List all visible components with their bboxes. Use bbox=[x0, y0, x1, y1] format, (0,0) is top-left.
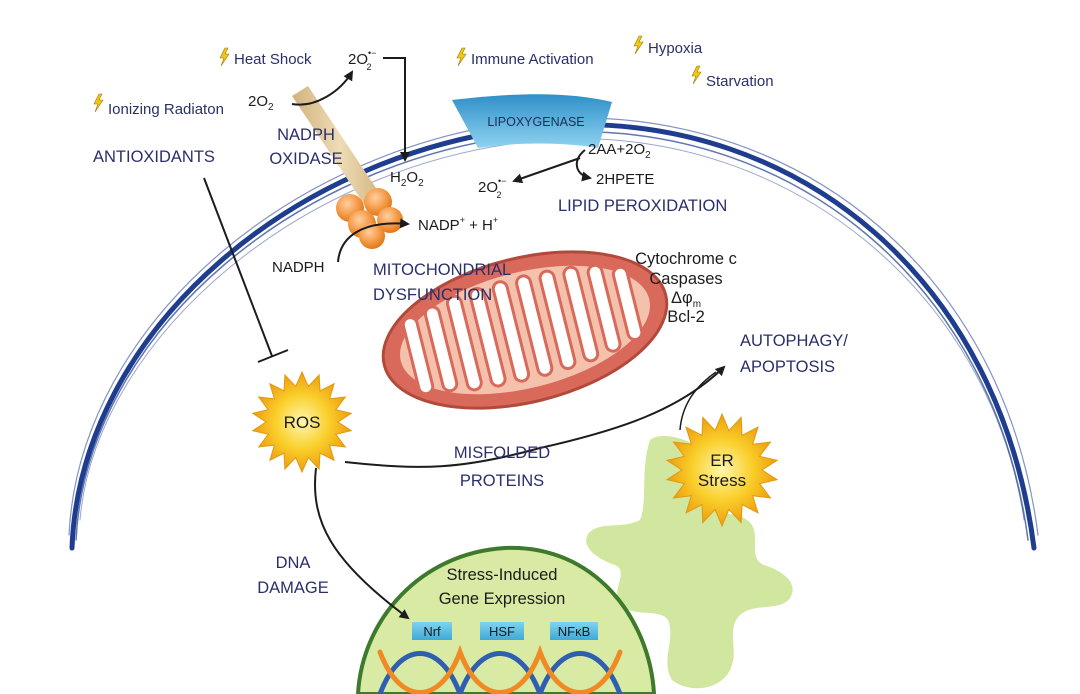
lipoxygenase-enzyme: LIPOXYGENASE bbox=[452, 94, 612, 148]
aa-reaction: 2AA+2O2 bbox=[588, 141, 651, 161]
lox-to-superoxide-arrow bbox=[512, 157, 581, 184]
nadph-to-nadp-arrow bbox=[337, 218, 410, 263]
ros-starburst: ROS bbox=[251, 370, 353, 474]
er-stress-starburst: ER Stress bbox=[665, 412, 779, 528]
lipid-peroxidation-label: LIPID PEROXIDATION bbox=[558, 197, 727, 215]
heat-shock-label: Heat Shock bbox=[234, 51, 312, 68]
stimulus-heat-shock: Heat Shock bbox=[219, 47, 312, 68]
ros-to-apoptosis-arrow bbox=[344, 365, 726, 468]
superoxide-lox: 2O•−2 bbox=[478, 176, 506, 200]
nadph-oxidase-label-line2: OXIDASE bbox=[269, 150, 342, 168]
caspases-label: Caspases bbox=[649, 270, 722, 288]
misfolded-proteins-line1: MISFOLDED bbox=[454, 444, 550, 462]
stimulus-starvation: Starvation bbox=[691, 65, 774, 90]
nadph-oxidase-complex bbox=[292, 86, 403, 249]
h2o2-product: H2O2 bbox=[390, 169, 424, 189]
autophagy-apoptosis-line2: APOPTOSIS bbox=[740, 358, 835, 376]
transcription-factor-hsf: HSF bbox=[480, 622, 524, 640]
nadph-substrate: NADPH bbox=[272, 259, 325, 276]
nadph-oxidase-label-line1: NADPH bbox=[277, 126, 335, 144]
svg-text:NFκB: NFκB bbox=[558, 624, 591, 639]
membrane-potential-label: Δφm bbox=[671, 289, 701, 310]
mitochondrial-dysfunction-line1: MITOCHONDRIAL bbox=[373, 261, 511, 279]
endoplasmic-reticulum bbox=[586, 435, 793, 689]
nucleus-title-line2: Gene Expression bbox=[439, 590, 566, 608]
stimulus-immune-activation: Immune Activation bbox=[456, 47, 594, 68]
svg-text:HSF: HSF bbox=[489, 624, 515, 639]
dna-damage-line2: DAMAGE bbox=[257, 579, 329, 597]
antioxidant-inhibition bbox=[203, 177, 289, 363]
nucleus-title-line1: Stress-Induced bbox=[447, 566, 558, 584]
immune-activation-label: Immune Activation bbox=[471, 51, 594, 68]
mitochondrial-dysfunction-line2: DYSFUNCTION bbox=[373, 286, 492, 304]
ros-to-dna-arrow bbox=[314, 467, 410, 620]
cytochrome-c-label: Cytochrome c bbox=[635, 250, 737, 268]
bcl2-label: Bcl-2 bbox=[667, 308, 705, 326]
o2-to-superoxide-arrow bbox=[291, 70, 354, 106]
superoxide-to-h2o2-arrow bbox=[383, 57, 410, 162]
lipoxygenase-label: LIPOXYGENASE bbox=[487, 115, 584, 129]
ros-label: ROS bbox=[284, 413, 321, 432]
hpete-product: 2HPETE bbox=[596, 171, 654, 188]
svg-text:Nrf: Nrf bbox=[423, 624, 441, 639]
autophagy-apoptosis-line1: AUTOPHAGY/ bbox=[740, 332, 848, 350]
transcription-factor-nrf: Nrf bbox=[412, 622, 452, 640]
lox-to-hpete-arrow bbox=[575, 149, 592, 182]
mitochondrion bbox=[381, 250, 669, 410]
ionizing-radiation-label: Ionizing Radiaton bbox=[108, 101, 224, 118]
antioxidants-label: ANTIOXIDANTS bbox=[93, 148, 215, 166]
er-to-apoptosis-arrow bbox=[679, 371, 717, 431]
er-stress-label-line2: Stress bbox=[698, 471, 746, 490]
transcription-factor-nfkb: NFκB bbox=[550, 622, 598, 640]
superoxide-top: 2O•−2 bbox=[348, 48, 376, 72]
starvation-label: Starvation bbox=[706, 73, 774, 90]
o2-substrate: 2O2 bbox=[248, 93, 274, 113]
dna-damage-line1: DNA bbox=[276, 554, 311, 572]
misfolded-proteins-line2: PROTEINS bbox=[460, 472, 544, 490]
er-stress-label-line1: ER bbox=[710, 451, 734, 470]
hypoxia-label: Hypoxia bbox=[648, 40, 703, 57]
stimulus-ionizing-radiation: Ionizing Radiaton bbox=[93, 93, 224, 118]
dna-helix bbox=[377, 644, 623, 694]
stimulus-hypoxia: Hypoxia bbox=[633, 35, 703, 57]
nadp-product: NADP+ + H+ bbox=[418, 215, 498, 234]
